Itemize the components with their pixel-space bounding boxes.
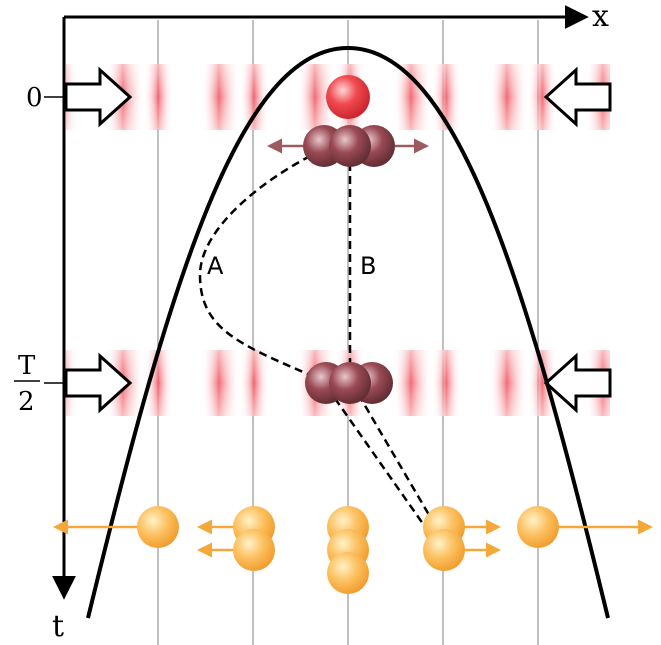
- pulse-arrow-left-middle-icon: [64, 352, 133, 414]
- bright-atom-icon: [326, 75, 370, 119]
- output-atom-icon: [233, 529, 275, 571]
- split-atoms-top: [267, 125, 429, 167]
- path-b: [348, 150, 434, 521]
- tick-label-zero: 0: [26, 83, 43, 113]
- pulse-arrow-right-top-icon: [543, 66, 612, 128]
- path-a-label: A: [207, 252, 224, 280]
- output-atom-icon: [327, 552, 369, 594]
- output-atom-icon: [137, 506, 179, 548]
- x-axis-label: x: [592, 0, 609, 34]
- dark-atom-icon: [329, 362, 371, 404]
- parabola-curve: [86, 45, 610, 619]
- pulse-arrow-left-top-icon: [64, 66, 133, 128]
- pulse-arrow-right-middle-icon: [543, 352, 612, 414]
- tick-label-half-period-denominator: 2: [18, 387, 35, 417]
- output-atom-icon: [423, 529, 465, 571]
- split-atoms-middle: [305, 362, 393, 404]
- tick-label-half-period-numerator: T: [18, 351, 36, 381]
- path-b-label: B: [360, 252, 376, 280]
- output-atoms: [53, 506, 653, 594]
- output-atom-icon: [517, 506, 559, 548]
- path-a: [198, 148, 442, 549]
- t-axis-label: t: [52, 609, 64, 644]
- dark-atom-icon: [329, 125, 371, 167]
